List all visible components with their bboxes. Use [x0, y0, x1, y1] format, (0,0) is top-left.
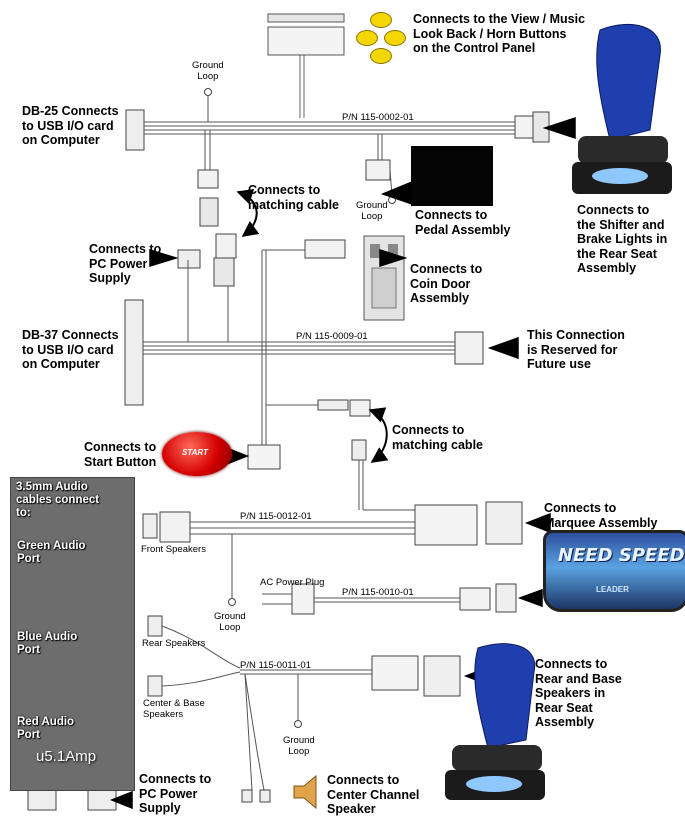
pn-115-0002: P/N 115-0002-01: [342, 112, 414, 123]
green-audio-port-label: Green Audio Port: [17, 540, 86, 565]
label-rear-base: Connects to Rear and Base Speakers in Re…: [535, 657, 622, 729]
label-reserved: This Connection is Reserved for Future u…: [527, 328, 625, 371]
amp-model-label: u5.1Amp: [36, 748, 97, 765]
label-start: Connects to Start Button: [84, 440, 157, 469]
horn-button-icon: [384, 30, 406, 46]
pc-power-connectors-2: [27, 789, 117, 811]
marquee-image: NEED SPEED LEADER: [543, 530, 685, 612]
pointer-arrows: [109, 116, 576, 810]
label-ground-loop-4: Ground Loop: [283, 735, 315, 757]
marquee-subtitle: LEADER: [596, 585, 629, 594]
cable-115-0012: [142, 501, 523, 606]
marquee-title: NEED SPEED: [558, 545, 685, 566]
rear-seat-image-top: [572, 23, 672, 194]
pedal-image: [411, 146, 493, 206]
music-button-icon: [356, 30, 378, 46]
label-matching-cable-1: Connects to matching cable: [248, 183, 339, 212]
cable-115-0010: [262, 583, 517, 615]
cable-115-0002: [125, 88, 550, 227]
rear-seat-image-bottom: [445, 643, 545, 800]
label-ground-loop-2: Ground Loop: [356, 200, 388, 222]
pn-115-0009: P/N 115-0009-01: [296, 331, 368, 342]
pn-115-0010: P/N 115-0010-01: [342, 587, 414, 598]
label-center-base: Center & Base Speakers: [143, 698, 205, 720]
pn-115-0011: P/N 115-0011-01: [240, 660, 311, 671]
board-header: 3.5mm Audio cables connect to:: [16, 481, 100, 519]
pn-115-0012: P/N 115-0012-01: [240, 511, 312, 522]
control-panel-board: [267, 13, 345, 118]
amplifier-board: [10, 477, 135, 791]
view-button-icon: [370, 12, 392, 28]
pc-power-connector-1: [177, 249, 201, 269]
label-pedal: Connects to Pedal Assembly: [415, 208, 511, 237]
label-front-speakers: Front Speakers: [141, 544, 206, 555]
start-button-text: START: [182, 448, 208, 457]
cable-115-0009: [124, 239, 484, 470]
red-audio-port-label: Red Audio Port: [17, 716, 75, 741]
label-matching-cable-2: Connects to matching cable: [392, 423, 483, 452]
label-view-music: Connects to the View / Music Look Back /…: [413, 12, 586, 55]
label-coin-door: Connects to Coin Door Assembly: [410, 262, 483, 305]
label-ground-loop-3: Ground Loop: [214, 611, 246, 633]
blue-audio-port-label: Blue Audio Port: [17, 631, 78, 656]
label-db25: DB-25 Connects to USB I/O card on Comput…: [22, 104, 119, 147]
label-marquee: Connects to Marquee Assembly: [544, 501, 658, 530]
start-button-image: START: [162, 432, 232, 476]
lookback-button-icon: [370, 48, 392, 64]
coin-door-assembly: [363, 235, 405, 321]
label-pc-power-1: Connects to PC Power Supply: [89, 242, 162, 285]
label-ground-loop-1: Ground Loop: [192, 60, 224, 82]
label-pc-power-2: Connects to PC Power Supply: [139, 772, 212, 815]
label-rear-speakers: Rear Speakers: [142, 638, 206, 649]
cable-115-0011: [147, 615, 461, 810]
matching-connector-2: [351, 407, 389, 510]
label-db37: DB-37 Connects to USB I/O card on Comput…: [22, 328, 119, 371]
matching-connector-1: [213, 188, 260, 287]
label-shifter: Connects to the Shifter and Brake Lights…: [577, 203, 668, 275]
label-center-channel: Connects to Center Channel Speaker: [327, 773, 420, 816]
label-ac-power: AC Power Plug: [260, 577, 325, 588]
